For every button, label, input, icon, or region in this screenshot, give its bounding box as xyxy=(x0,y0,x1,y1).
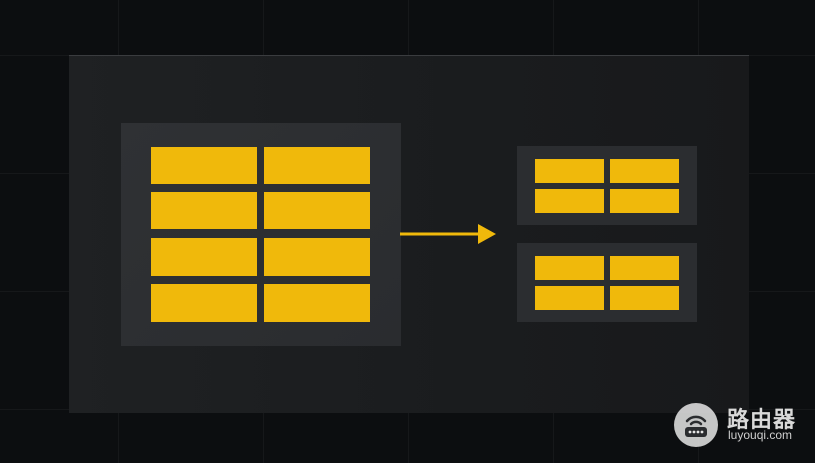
source-cell-r2-c1 xyxy=(151,192,257,229)
watermark-domain: luyouqi.com xyxy=(728,428,793,442)
target2-cell-r2-c1 xyxy=(535,286,604,310)
target1-cell-r2-c2 xyxy=(610,189,679,213)
source-cell-r2-c2 xyxy=(264,192,370,229)
target-group-2 xyxy=(517,243,697,322)
source-cell-r1-c1 xyxy=(151,147,257,184)
arrow-head xyxy=(478,224,496,244)
target1-cell-r1-c2 xyxy=(610,159,679,183)
target1-cell-r2-c1 xyxy=(535,189,604,213)
source-group xyxy=(121,123,401,346)
source-cell-r4-c2 xyxy=(264,284,370,322)
target2-cell-r2-c2 xyxy=(610,286,679,310)
target-group-1 xyxy=(517,146,697,225)
source-cell-r3-c1 xyxy=(151,238,257,276)
watermark: 路由器 luyouqi.com xyxy=(673,400,813,448)
source-cell-r4-c1 xyxy=(151,284,257,322)
router-icon xyxy=(674,403,718,447)
watermark-title: 路由器 xyxy=(727,408,797,433)
target2-cell-r1-c2 xyxy=(610,256,679,280)
source-cell-r1-c2 xyxy=(264,147,370,184)
target2-cell-r1-c1 xyxy=(535,256,604,280)
target1-cell-r1-c1 xyxy=(535,159,604,183)
arrow-right-icon xyxy=(400,224,496,244)
source-cell-r3-c2 xyxy=(264,238,370,276)
